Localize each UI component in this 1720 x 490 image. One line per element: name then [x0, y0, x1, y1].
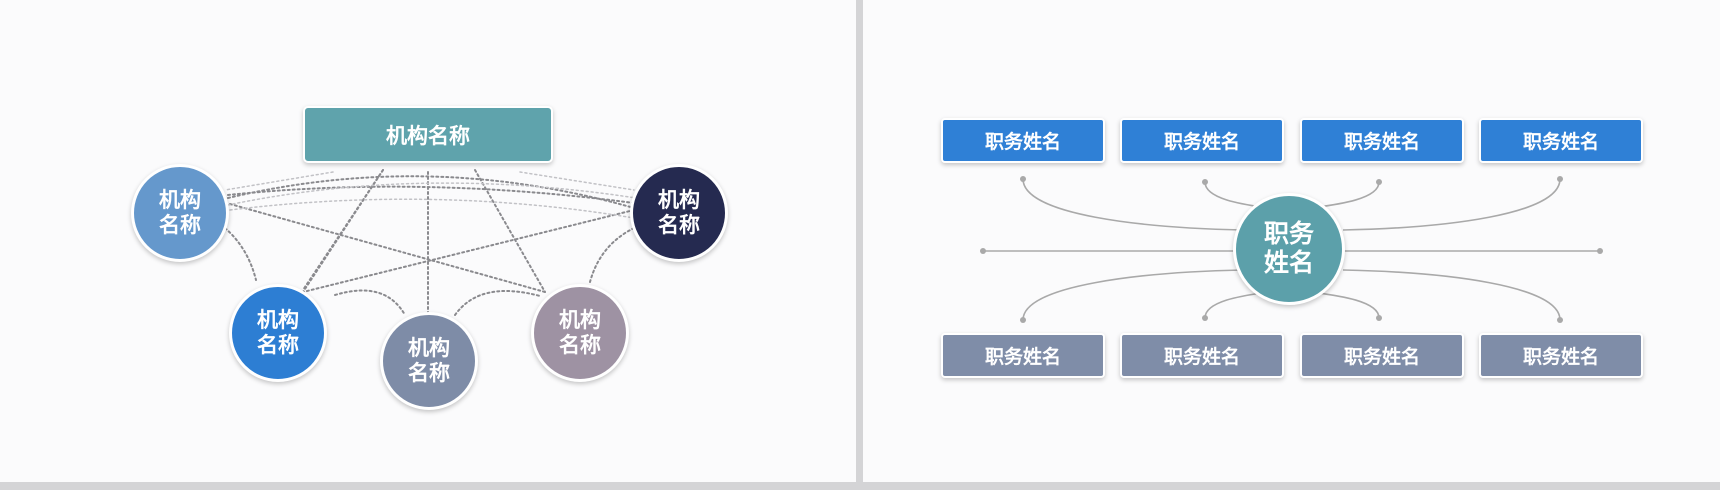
job-box-bottom-1: 职务姓名 [941, 333, 1105, 378]
org-connector-lines [224, 169, 637, 319]
org-node-4: 机构名称 [531, 284, 629, 382]
slide-left-org-network: 机构名称 机构名称 机构名称 机构名称 机构名称 机构名称 [0, 0, 856, 482]
job-box-bottom-2: 职务姓名 [1120, 333, 1284, 378]
job-box-top-4: 职务姓名 [1479, 118, 1643, 163]
job-box-top-2: 职务姓名 [1120, 118, 1284, 163]
job-box-bottom-3: 职务姓名 [1300, 333, 1464, 378]
org-title-box: 机构名称 [303, 106, 553, 163]
org-node-1: 机构名称 [131, 164, 229, 262]
org-node-5: 机构名称 [630, 164, 728, 262]
org-node-2: 机构名称 [229, 284, 327, 382]
job-center-node: 职务姓名 [1233, 193, 1345, 305]
slide-right-job-diagram: 职务姓名 职务姓名 职务姓名 职务姓名 职务姓名 职务姓名 职务姓名 职务姓名 … [863, 0, 1720, 482]
job-box-top-3: 职务姓名 [1300, 118, 1464, 163]
job-box-top-1: 职务姓名 [941, 118, 1105, 163]
job-box-bottom-4: 职务姓名 [1479, 333, 1643, 378]
org-node-3: 机构名称 [380, 312, 478, 410]
